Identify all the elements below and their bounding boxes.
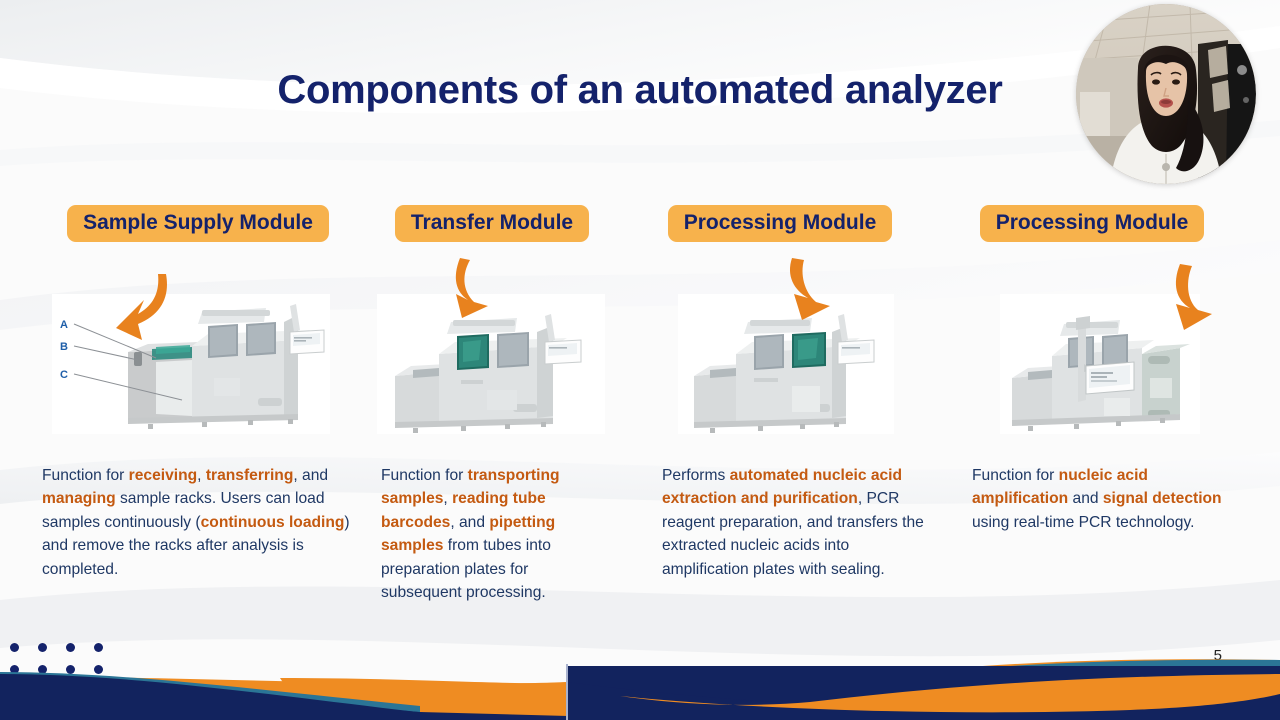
text-run: Function for (972, 467, 1059, 484)
analyzer-illustration-3 (678, 294, 894, 434)
module-badge-processing-amplification[interactable]: Processing Module (979, 205, 1205, 242)
highlight-run: continuous loading (200, 513, 345, 531)
module-badge-sample-supply[interactable]: Sample Supply Module (67, 205, 329, 242)
text-run: , (197, 467, 206, 484)
webcam-video-frame (1076, 4, 1256, 184)
highlight-run: receiving (128, 467, 198, 484)
diagram-label-b: B (60, 341, 68, 353)
badge-container-3: Processing Module (660, 205, 900, 242)
badge-container-4: Processing Module (972, 205, 1212, 242)
text-run: ) and remove the racks after analysis is… (42, 513, 350, 578)
footer-dot-grid (10, 643, 122, 687)
diagram-label-a: A (60, 319, 68, 331)
analyzer-illustration-2 (377, 294, 605, 434)
analyzer-image-4 (1000, 294, 1200, 434)
diagram-label-c: C (60, 369, 68, 381)
analyzer-illustration-1: A B C (52, 294, 330, 434)
decorative-dot (66, 665, 75, 674)
analyzer-illustration-4 (1000, 294, 1200, 434)
text-run: using real-time PCR technology. (972, 513, 1195, 531)
highlight-run: transporting samples (381, 467, 560, 508)
decorative-dot (66, 643, 75, 652)
description-processing-extraction: Performs automated nucleic acid extracti… (662, 464, 924, 581)
description-processing-amplification: Function for nucleic acid amplification … (972, 464, 1222, 534)
text-run: Function for (381, 467, 468, 484)
text-run: sample racks. Users can load samples con… (42, 490, 325, 531)
decorative-dot (38, 665, 47, 674)
text-run: Performs (662, 467, 730, 484)
badge-container-2: Transfer Module (377, 205, 607, 242)
highlight-run: pipetting samples (381, 513, 556, 555)
highlight-run: transferring (205, 467, 294, 484)
module-badge-processing-extraction[interactable]: Processing Module (667, 205, 893, 242)
description-transfer: Function for transporting samples, readi… (381, 464, 613, 604)
text-run: from tubes into preparation plates for s… (381, 537, 551, 602)
decorative-dot (10, 643, 19, 652)
module-badge-transfer[interactable]: Transfer Module (394, 205, 590, 242)
analyzer-image-1: A B C (52, 294, 330, 434)
text-run: Function for (42, 467, 129, 484)
decorative-dot (94, 643, 103, 652)
text-run: and (1068, 490, 1103, 508)
badge-container-1: Sample Supply Module (38, 205, 358, 242)
highlight-run: managing (42, 490, 116, 508)
page-title: Components of an automated analyzer (277, 68, 1003, 112)
text-run: , (443, 490, 453, 508)
highlight-run: signal detection (1102, 490, 1222, 508)
presenter-webcam-bubble (1076, 4, 1256, 184)
analyzer-image-3 (678, 294, 894, 434)
text-run: , and (450, 513, 490, 531)
decorative-dot (38, 643, 47, 652)
decorative-dot (94, 665, 103, 674)
footer-wave-decoration (0, 659, 1280, 720)
highlight-run: reading tube barcodes (381, 490, 546, 531)
description-sample-supply: Function for receiving, transferring, an… (42, 464, 352, 581)
highlight-run: automated nucleic acid extraction and pu… (662, 467, 903, 508)
text-run: , and (293, 467, 329, 484)
decorative-dot (10, 665, 19, 674)
text-run: , PCR reagent preparation, and transfers… (662, 490, 924, 578)
page-number: 5 (1213, 647, 1222, 664)
highlight-run: nucleic acid amplification (972, 467, 1148, 508)
analyzer-image-2 (377, 294, 605, 434)
